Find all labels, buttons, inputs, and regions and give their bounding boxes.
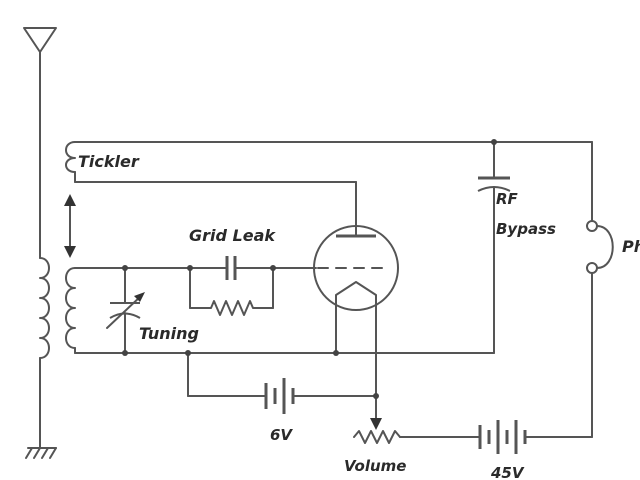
junction-dot xyxy=(122,265,128,271)
junction-dot xyxy=(373,393,379,399)
ground-symbol xyxy=(25,447,57,459)
rf-bypass-label-line1: RF xyxy=(496,190,519,208)
junction-dot xyxy=(185,350,191,356)
rf-bypass-label-line2: Bypass xyxy=(496,220,556,238)
junction-dot xyxy=(187,265,193,271)
coupling-arrow xyxy=(64,194,76,258)
filament-battery-label: 6V xyxy=(270,426,293,444)
plate-battery xyxy=(478,420,593,454)
plate-battery-label: 45V xyxy=(490,464,525,480)
triode-tube xyxy=(313,225,399,397)
rf-bypass-capacitor xyxy=(477,141,511,354)
junction-dot xyxy=(491,139,497,145)
tickler-label: Tickler xyxy=(78,152,140,171)
tuning-capacitor xyxy=(106,267,145,354)
junction-dot xyxy=(333,350,339,356)
junction-dot xyxy=(270,265,276,271)
grid-leak xyxy=(189,256,317,316)
tickler-coil xyxy=(65,141,593,237)
grid-leak-label: Grid Leak xyxy=(189,226,276,245)
phones-label: Ph xyxy=(622,237,640,256)
antenna-symbol xyxy=(23,27,57,259)
phones-symbol xyxy=(586,141,614,438)
junction-dots xyxy=(122,139,497,399)
antenna-coil xyxy=(39,257,50,449)
volume-potentiometer xyxy=(353,395,480,444)
junction-dot xyxy=(122,350,128,356)
filament-battery xyxy=(187,352,377,414)
secondary-coil xyxy=(65,267,495,354)
tuning-label: Tuning xyxy=(139,324,199,343)
volume-label: Volume xyxy=(344,457,406,475)
